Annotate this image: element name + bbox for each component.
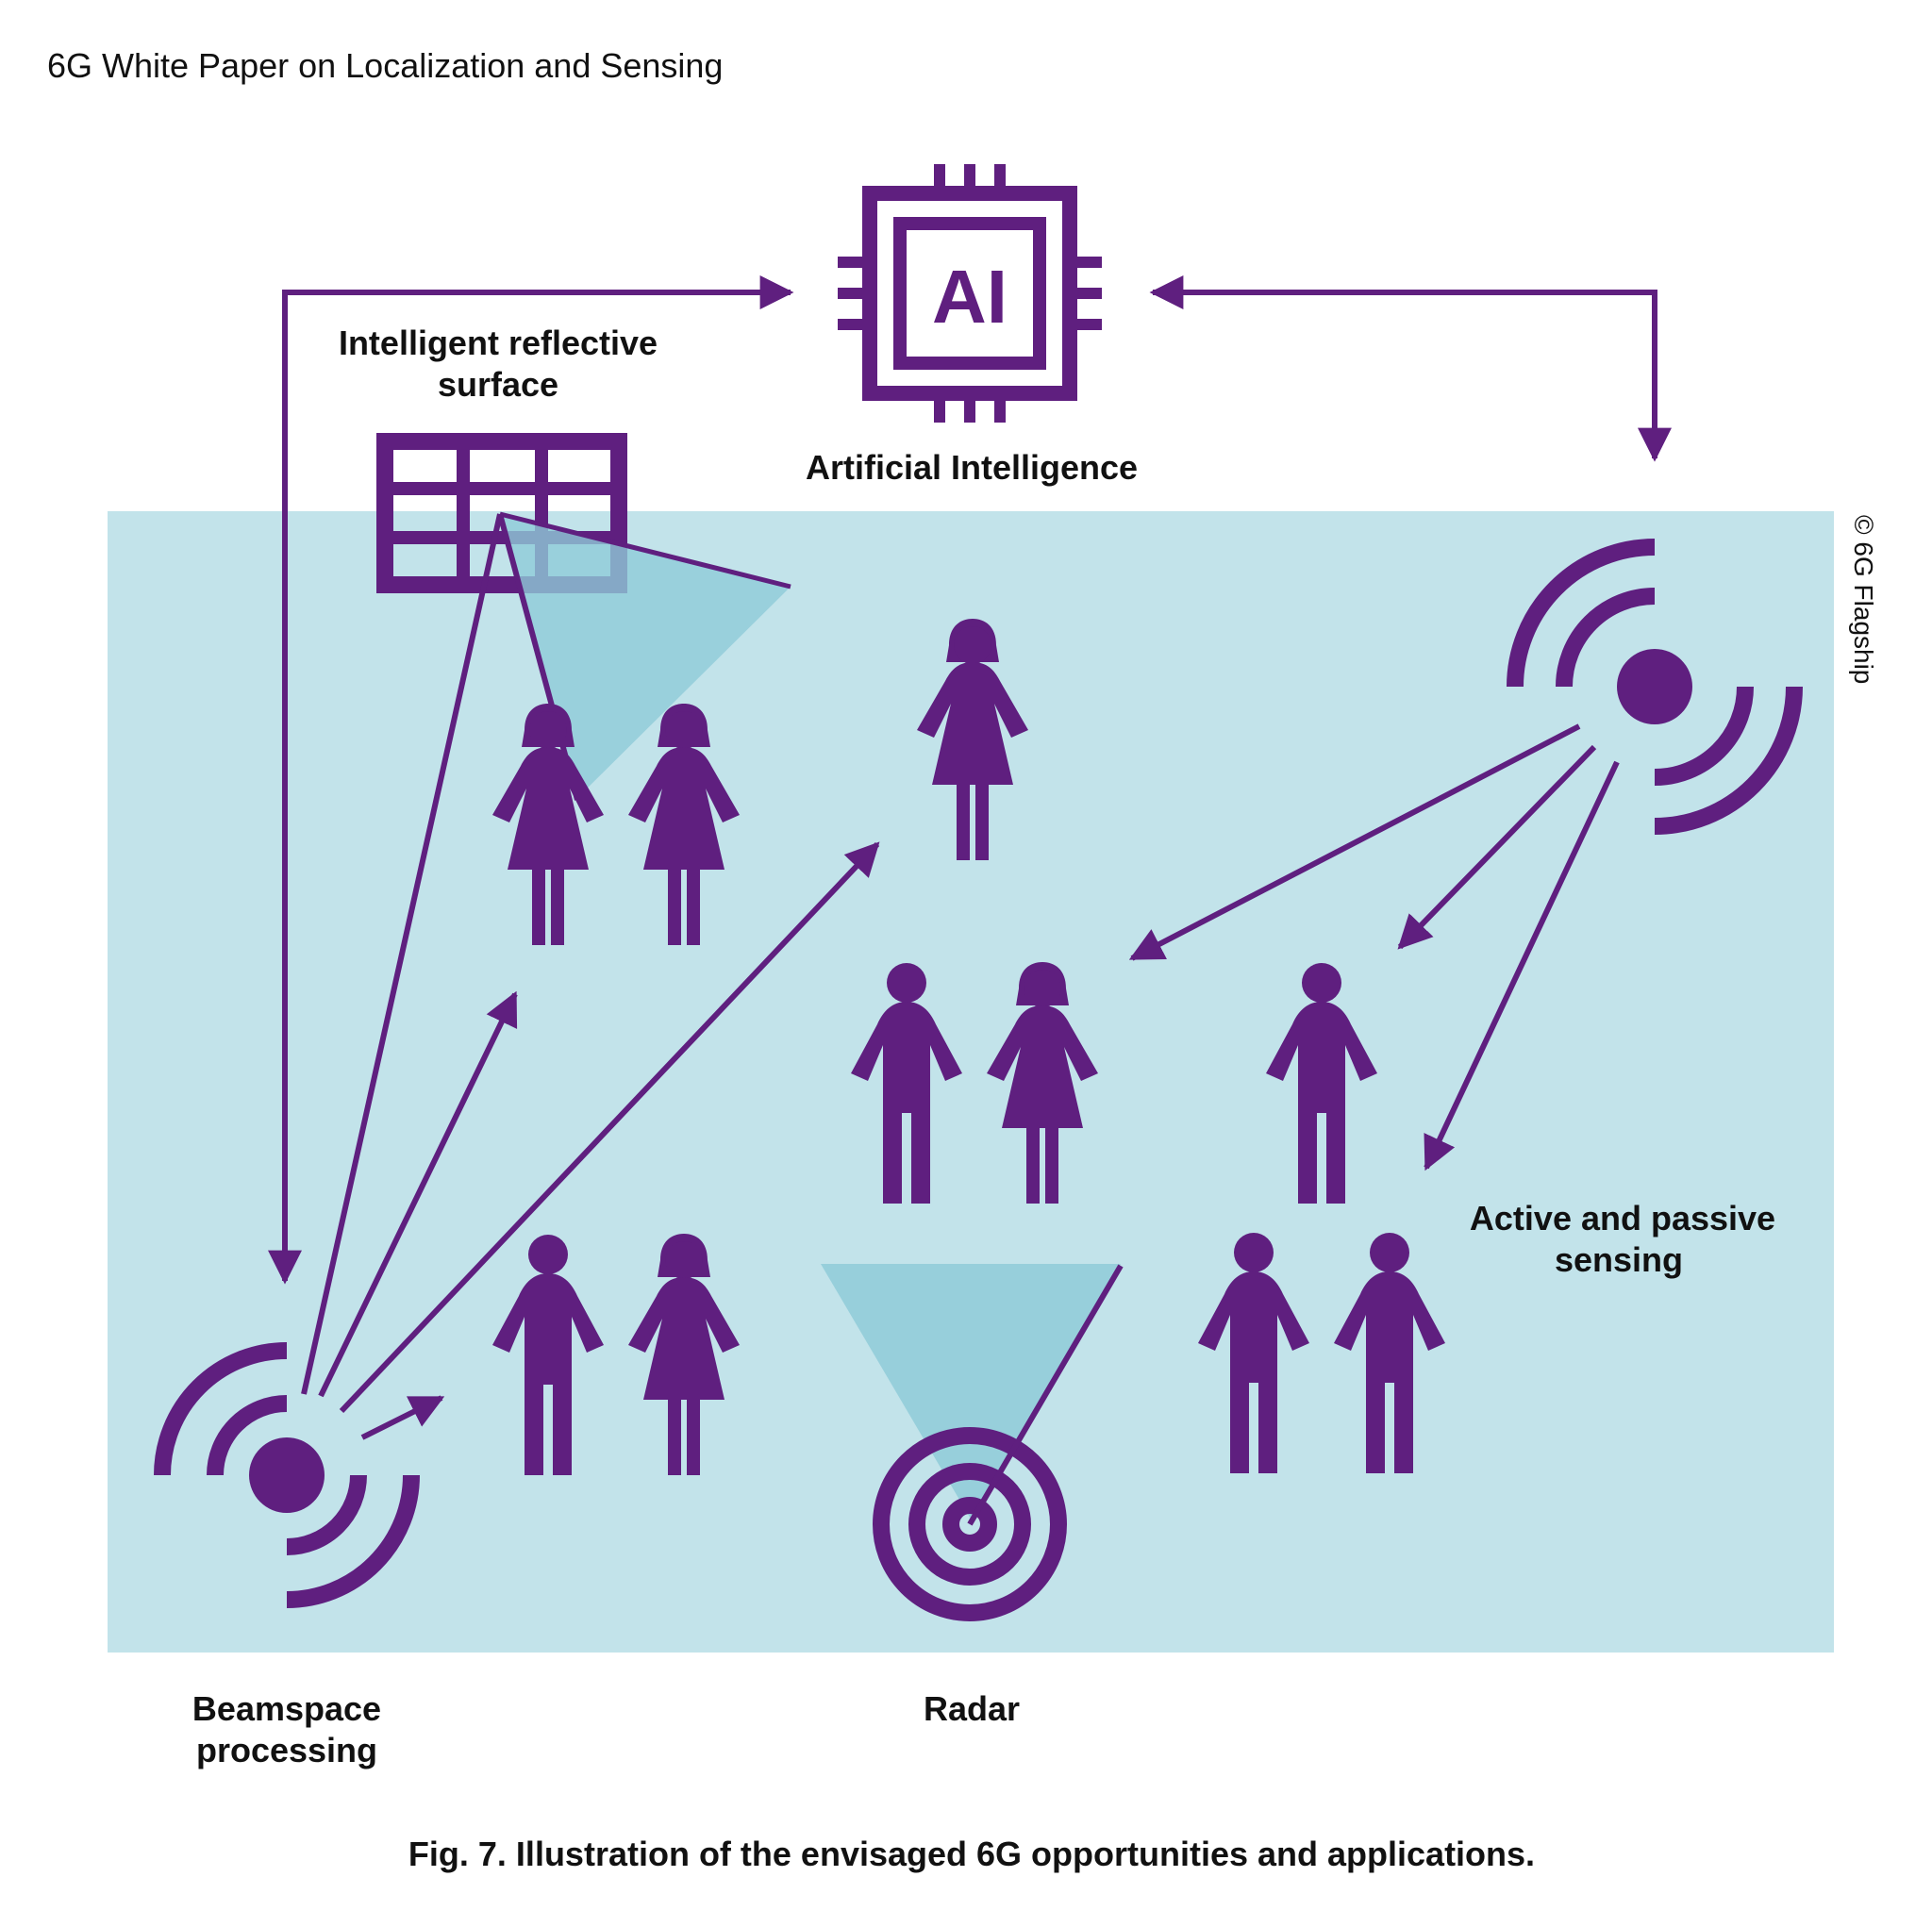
sensing-label-line2: sensing [1555,1240,1683,1279]
artificial-intelligence-label: Artificial Intelligence [806,448,1138,487]
figure-caption: Fig. 7. Illustration of the envisaged 6G… [408,1835,1535,1873]
beamspace-label-line2: processing [196,1731,377,1769]
beam-arrow-2 [339,841,880,1414]
irs-label-line2: surface [438,365,558,404]
sensing-arrow-1 [1128,723,1581,961]
page-header-title: 6G White Paper on Localization and Sensi… [47,46,723,85]
copyright-text: © 6G Flagship [1849,515,1878,684]
arrow-ai-to-sensing [1149,275,1672,462]
radar-target-icon [873,1427,1067,1621]
beam-arrow-1 [318,990,518,1398]
arrow-ai-to-beamspace [268,275,794,1285]
sensing-arrow-3 [1424,760,1620,1171]
beamspace-label-line1: Beamspace [192,1689,381,1728]
antenna-signal-icon-beamspace [154,1342,420,1608]
radar-label: Radar [924,1689,1020,1728]
antenna-signal-icon-sensing [1507,539,1803,835]
ai-chip-label: AI [932,255,1008,339]
radar-beam [821,1264,1121,1520]
irs-label-line1: Intelligent reflective [339,324,658,362]
irs-reflection-line [499,511,791,590]
beam-to-irs [301,513,503,1395]
radar-sweep-line [967,1264,1124,1526]
ai-chip-icon: AI [838,164,1102,423]
sensing-label-line1: Active and passive [1470,1199,1775,1237]
sensing-arrow-2 [1397,744,1597,950]
beam-arrow-3 [360,1395,445,1440]
irs-reflection-beam [500,514,791,800]
